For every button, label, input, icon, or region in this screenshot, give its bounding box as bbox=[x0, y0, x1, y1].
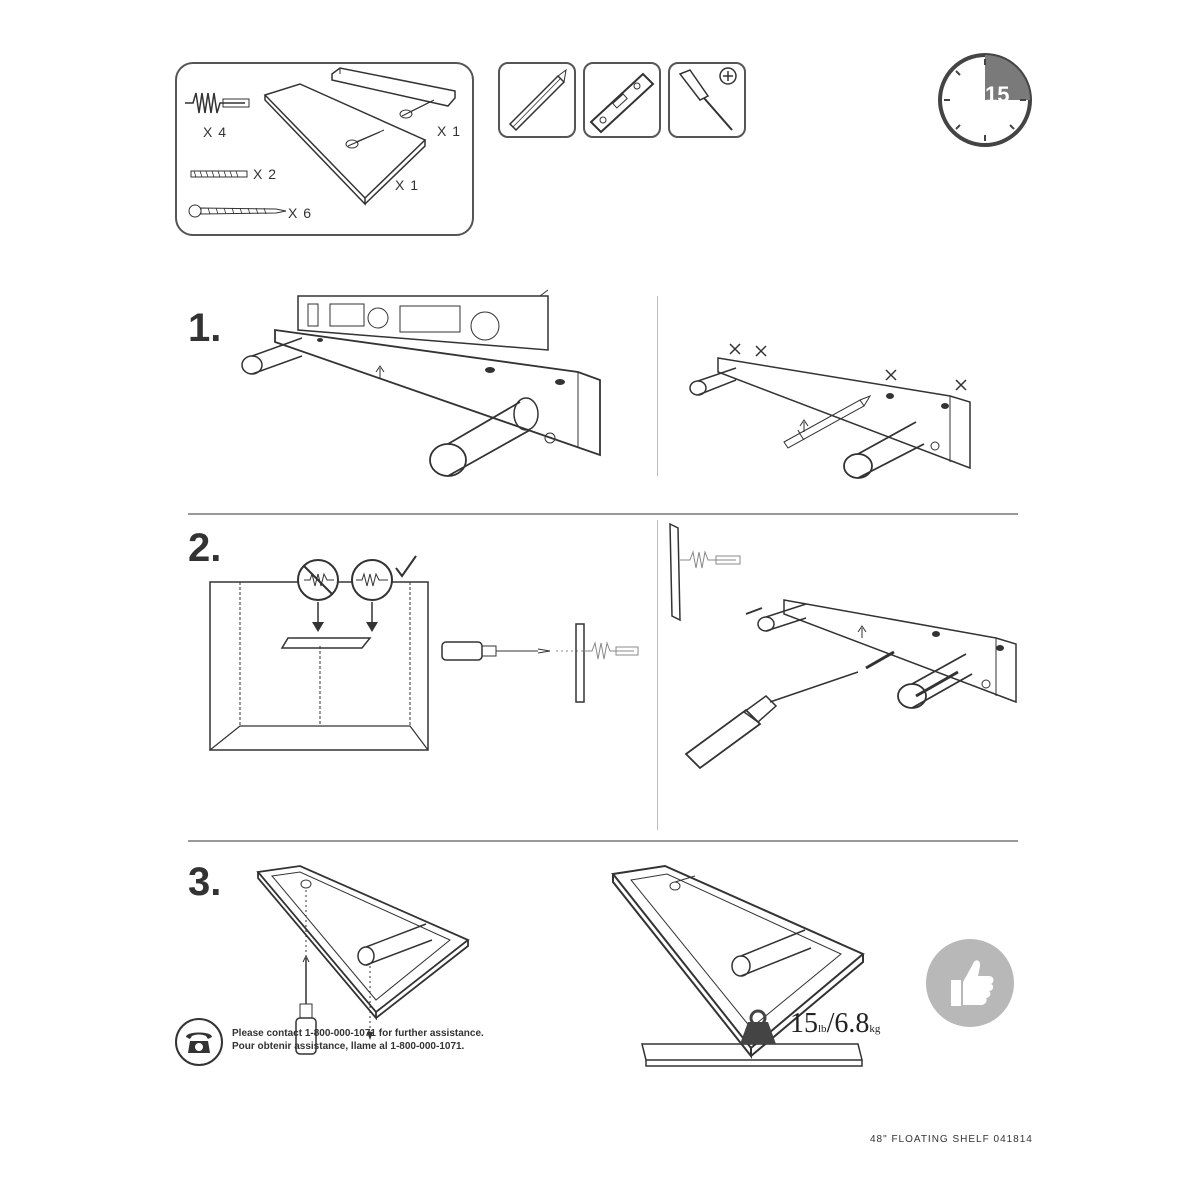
weight-kg-unit: kg bbox=[869, 1023, 881, 1035]
weight-lb-unit: lb bbox=[818, 1023, 827, 1035]
pencil-icon bbox=[508, 68, 567, 132]
step-3-label: 3. bbox=[188, 860, 222, 904]
step1-level-on-bracket bbox=[241, 289, 601, 477]
step3-shelf-screw bbox=[256, 865, 470, 1055]
divider-step1-step2 bbox=[188, 513, 1018, 515]
phillips-screwdriver-icon bbox=[678, 67, 737, 131]
step2-anchor-selection bbox=[209, 555, 429, 751]
level-icon bbox=[589, 72, 655, 134]
weight-capacity-label: 15lb/6.8kg bbox=[790, 1008, 881, 1039]
support-text-en: Please contact 1-800-000-1071 for furthe… bbox=[232, 1028, 484, 1039]
tool-screwdriver-box bbox=[668, 62, 746, 138]
shelf-quantity: X 1 bbox=[395, 177, 420, 193]
parts-panel bbox=[175, 62, 474, 236]
support-text-alt: Pour obtenir assistance, llame al 1-800-… bbox=[232, 1041, 465, 1052]
weight-kg-value: 6.8 bbox=[834, 1008, 870, 1039]
step2-divider bbox=[657, 520, 658, 830]
dowel-screw-icon bbox=[190, 170, 248, 178]
model-number: 48" FLOATING SHELF 041814 bbox=[870, 1134, 1033, 1145]
dowels-quantity: X 2 bbox=[253, 166, 278, 182]
step2-attach-bracket bbox=[669, 522, 1017, 770]
tool-pencil-box bbox=[498, 62, 576, 138]
phone-icon bbox=[175, 1018, 223, 1066]
screws-quantity: X 6 bbox=[288, 205, 313, 221]
weight-lb-value: 15 bbox=[790, 1008, 818, 1039]
bracket-quantity: X 1 bbox=[437, 123, 462, 139]
step3-shelf-finished bbox=[611, 864, 865, 1059]
wall-anchor-icon bbox=[185, 92, 250, 114]
wall-bracket-illustration bbox=[331, 67, 456, 119]
wood-screw-icon bbox=[188, 204, 287, 218]
tool-level-box bbox=[583, 62, 661, 138]
shelf-board-illustration bbox=[263, 83, 427, 206]
anchors-quantity: X 4 bbox=[203, 124, 228, 140]
step1-marking-holes bbox=[689, 343, 971, 479]
clock-time-icon bbox=[938, 53, 1032, 147]
time-minutes: 15 bbox=[985, 82, 1010, 107]
step-1-label: 1. bbox=[188, 306, 222, 350]
divider-step2-step3 bbox=[188, 840, 1018, 842]
weight-capacity-illustration bbox=[641, 1009, 863, 1067]
step2-screw-into-anchor bbox=[441, 623, 639, 703]
step1-divider bbox=[657, 296, 658, 476]
step-2-label: 2. bbox=[188, 526, 222, 570]
thumbs-up-icon bbox=[926, 939, 1014, 1027]
